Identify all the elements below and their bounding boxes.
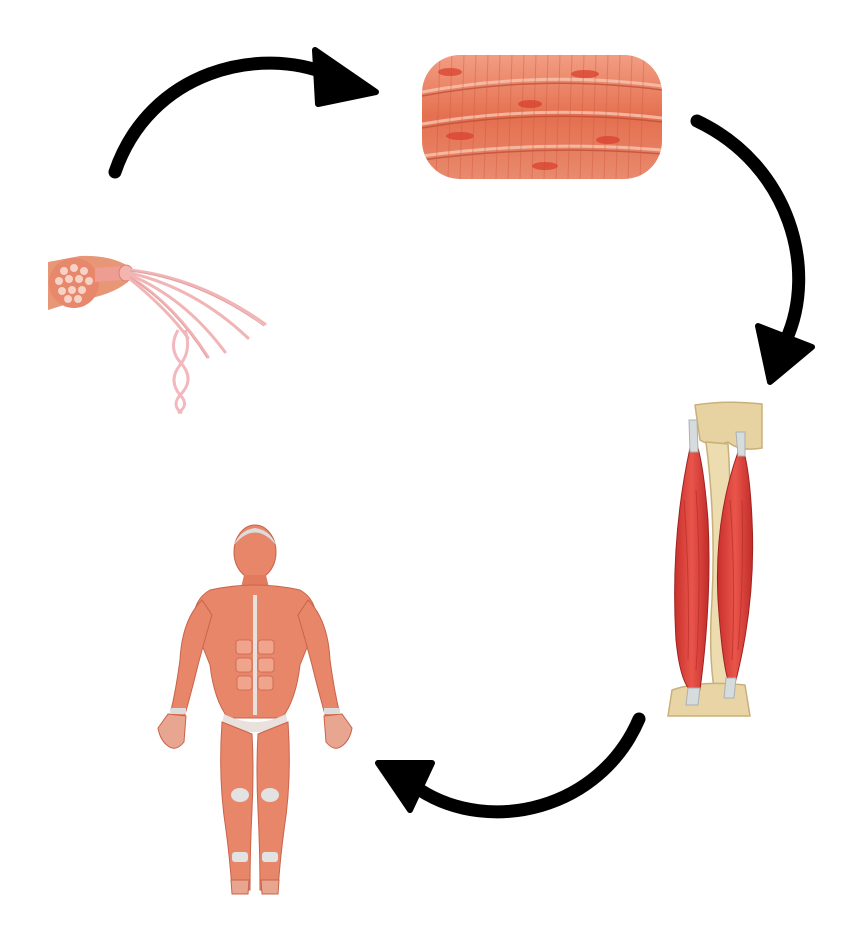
forearm-muscle-icon: [667, 401, 763, 717]
myofibril-bundle-icon: [48, 255, 267, 415]
arrow-muscle-to-body: [375, 712, 646, 819]
human-muscular-system-icon: [157, 524, 353, 895]
arrow-fiber-to-muscle: [690, 114, 815, 385]
muscle-fiber-tissue-icon: [422, 55, 662, 179]
arrow-myofibril-to-fiber: [108, 47, 379, 179]
